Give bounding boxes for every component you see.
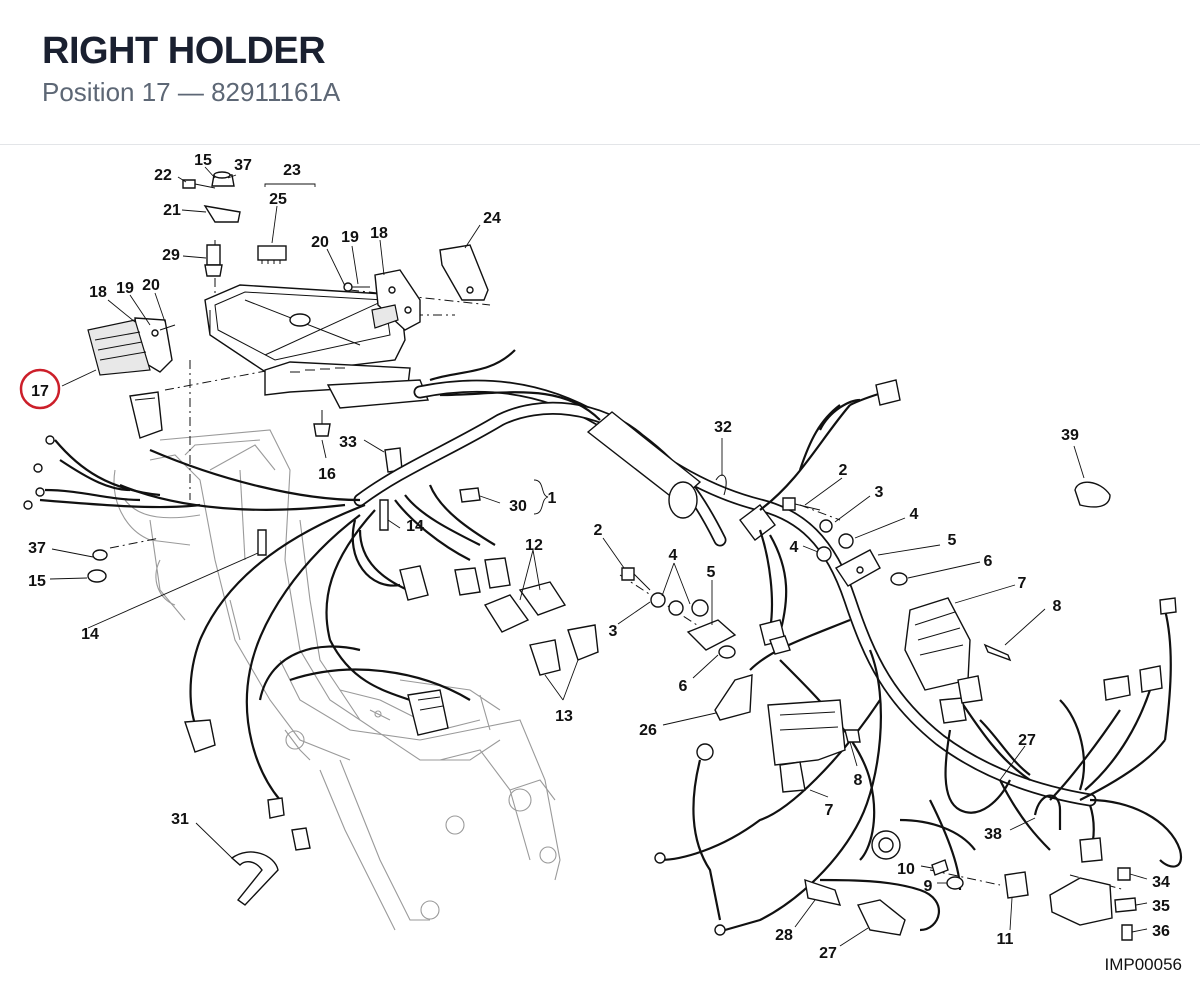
callout-label: 8 [1053, 598, 1062, 615]
callout-label: 13 [555, 708, 573, 725]
page-subtitle: Position 17 — 82911161A [42, 77, 341, 107]
callout-label: 16 [318, 466, 336, 483]
callout-label: 23 [283, 162, 301, 179]
callout-label: 33 [339, 434, 357, 451]
callout-label: 6 [984, 553, 993, 570]
callout-label: 20 [311, 234, 329, 251]
callout-label: 5 [948, 532, 957, 549]
callout-label: 34 [1152, 874, 1170, 891]
callout-label: 18 [89, 284, 107, 301]
callout-label: 8 [854, 772, 863, 789]
highlighted-callout-17[interactable]: 17 [19, 368, 61, 410]
callout-label: 14 [81, 626, 99, 643]
callout-label: 20 [142, 277, 160, 294]
callout-17-label: 17 [31, 383, 49, 400]
callout-labels: 15 37 23 22 21 25 29 24 20 19 18 18 19 2… [28, 152, 1170, 962]
wiring-harness [39, 349, 1183, 932]
callout-label: 24 [483, 210, 501, 227]
connectors [23, 379, 1177, 941]
callout-label: 6 [679, 678, 688, 695]
ecu-assembly [87, 171, 489, 473]
drawing-code: IMP00056 [1105, 955, 1183, 974]
callout-label: 19 [341, 229, 359, 246]
callout-label: 27 [819, 945, 837, 962]
leader-lines [49, 166, 1148, 947]
callout-label: 7 [1018, 575, 1027, 592]
callout-label: 7 [825, 802, 834, 819]
callout-label: 2 [839, 462, 848, 479]
callout-label: 4 [669, 547, 678, 564]
callout-label: 1 [548, 490, 557, 507]
callout-label: 37 [234, 157, 252, 174]
callout-label: 3 [875, 484, 884, 501]
callout-label: 30 [509, 498, 527, 515]
callout-label: 26 [639, 722, 657, 739]
page-title: RIGHT HOLDER [42, 30, 326, 72]
callout-label: 15 [194, 152, 212, 169]
callout-label: 10 [897, 861, 915, 878]
callout-label: 5 [707, 564, 716, 581]
callout-label: 9 [924, 878, 933, 895]
callout-label: 28 [775, 927, 793, 944]
callout-label: 36 [1152, 923, 1170, 940]
callout-label: 35 [1152, 898, 1170, 915]
callout-label: 31 [171, 811, 189, 828]
callout-label: 15 [28, 573, 46, 590]
callout-label: 19 [116, 280, 134, 297]
callout-label: 38 [984, 826, 1002, 843]
exploded-parts-diagram: 17 15 37 23 22 21 25 29 24 20 19 18 18 1… [0, 146, 1200, 985]
callout-label: 4 [910, 506, 919, 523]
callout-label: 3 [609, 623, 618, 640]
page-header: RIGHT HOLDER Position 17 — 82911161A [0, 0, 1200, 145]
callout-label: 18 [370, 225, 388, 242]
callout-label: 4 [790, 539, 799, 556]
callout-label: 39 [1061, 427, 1079, 444]
callout-label: 21 [163, 202, 181, 219]
callout-label: 22 [154, 167, 172, 184]
motorcycle-frame [113, 429, 561, 931]
callout-label: 37 [28, 540, 46, 557]
callout-label: 25 [269, 191, 287, 208]
callout-label: 27 [1018, 732, 1036, 749]
callout-label: 2 [594, 522, 603, 539]
callout-label: 29 [162, 247, 180, 264]
callout-label: 12 [525, 537, 543, 554]
callout-label: 14 [406, 518, 424, 535]
callout-label: 11 [997, 931, 1014, 948]
callout-label: 32 [714, 419, 732, 436]
